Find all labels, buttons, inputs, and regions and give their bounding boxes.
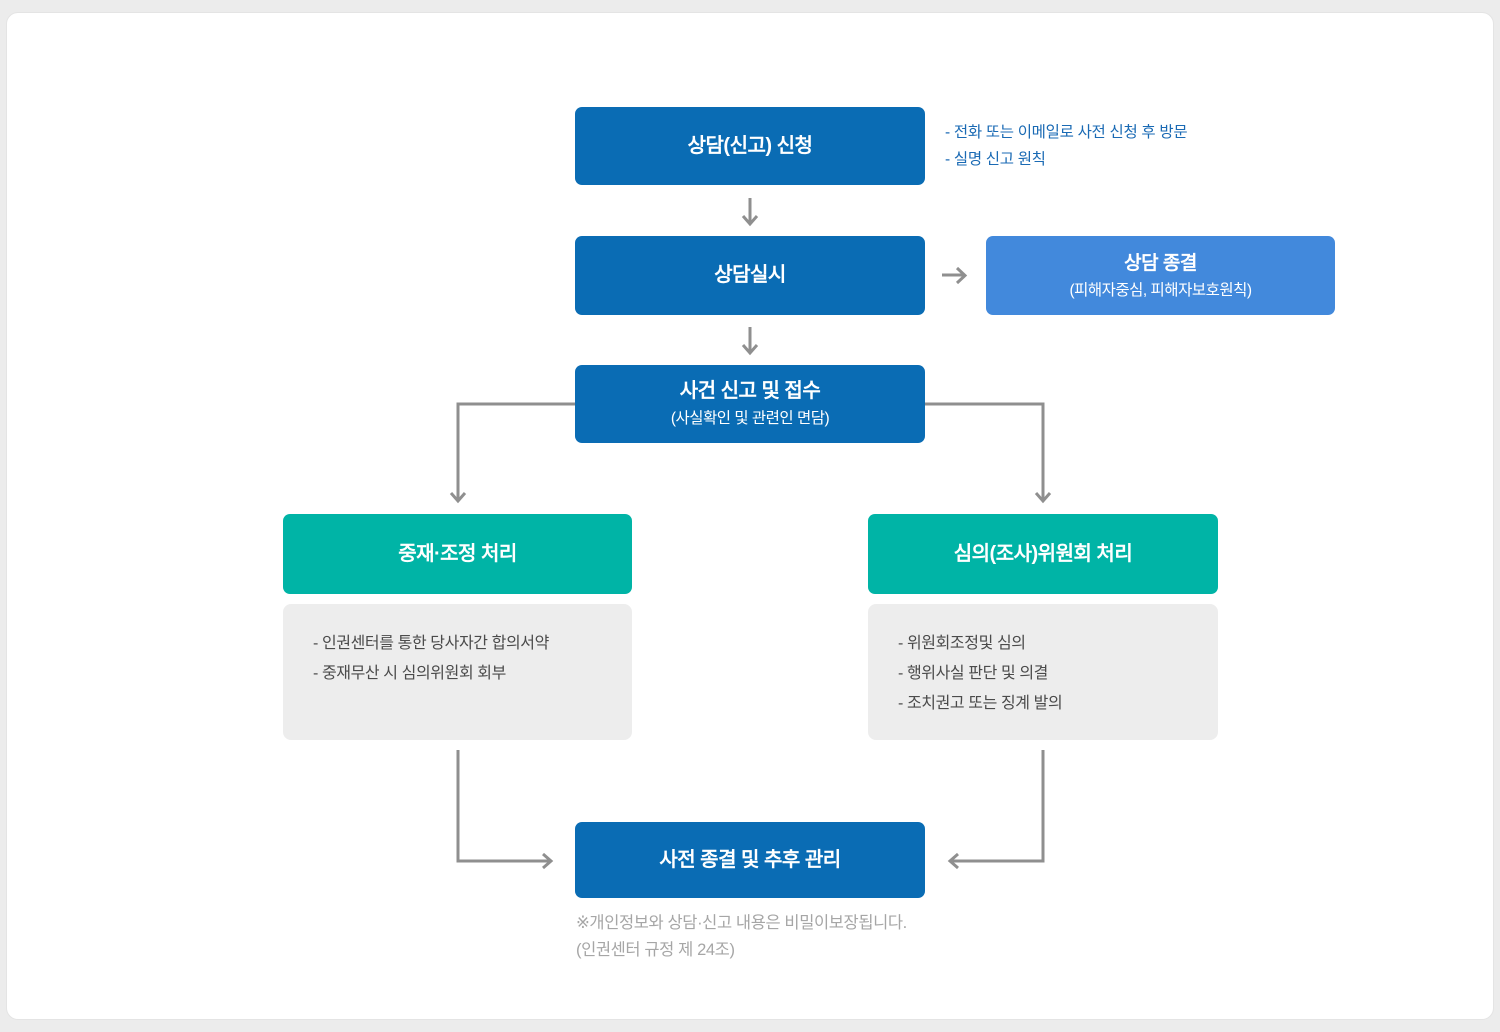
step-consult-conduct-box: 상담실시 [575,236,925,315]
detail-line: - 인권센터를 통한 당사자간 합의서약 [313,635,549,652]
step1-notes: - 전화 또는 이메일로 사전 신청 후 방문 - 실명 신고 원칙 [945,119,1188,173]
footnote-line: (인권센터 규정 제 24조) [576,940,735,959]
detail-line: - 중재무산 시 심의위원회 회부 [313,665,506,682]
step-final-close-title: 사전 종결 및 추후 관리 [659,848,841,871]
detail-line: - 행위사실 판단 및 의결 [898,665,1048,682]
step-consult-close-title: 상담 종결 [1124,252,1197,274]
footnote: ※개인정보와 상담·신고 내용은 비밀이보장됩니다. (인권센터 규정 제 24… [576,910,907,963]
branch-mediation-box: 중재·조정 처리 [283,514,632,594]
footnote-line: ※개인정보와 상담·신고 내용은 비밀이보장됩니다. [576,914,907,932]
branch-committee-title: 심의(조사)위원회 처리 [953,542,1133,565]
step-consult-conduct-title: 상담실시 [714,264,786,286]
step-consult-apply-box: 상담(신고) 신청 [575,107,925,185]
branch-mediation-details: - 인권센터를 통한 당사자간 합의서약 - 중재무산 시 심의위원회 회부 [283,604,632,740]
step-consult-close-subtitle: (피해자중심, 피해자보호원칙) [1069,281,1252,299]
branch-committee-details: - 위원회조정및 심의 - 행위사실 판단 및 의결 - 조치권고 또는 징계 … [868,604,1218,740]
step1-note-line: - 실명 신고 원칙 [945,151,1046,168]
step-consult-apply-title: 상담(신고) 신청 [687,134,813,157]
branch-mediation-title: 중재·조정 처리 [398,542,517,565]
detail-line: - 조치권고 또는 징계 발의 [898,695,1063,712]
step-consult-close-box: 상담 종결 (피해자중심, 피해자보호원칙) [986,236,1335,315]
step-case-report-subtitle: (사실확인 및 관련인 면담) [670,410,830,427]
detail-line: - 위원회조정및 심의 [898,635,1026,652]
step-final-close-box: 사전 종결 및 추후 관리 [575,822,925,898]
step-case-report-title: 사건 신고 및 접수 [679,380,821,402]
step-case-report-box: 사건 신고 및 접수 (사실확인 및 관련인 면담) [575,365,925,443]
step1-note-line: - 전화 또는 이메일로 사전 신청 후 방문 [945,124,1188,141]
branch-committee-box: 심의(조사)위원회 처리 [868,514,1218,594]
